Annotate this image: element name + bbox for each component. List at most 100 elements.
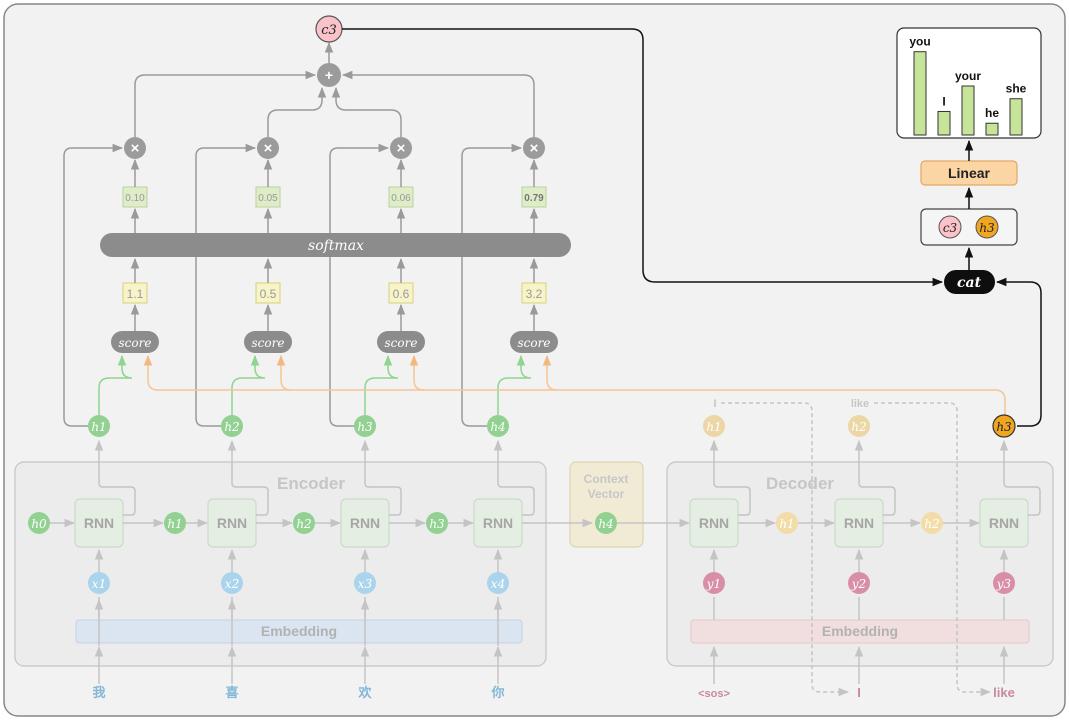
encoder-embedding-label: x3 xyxy=(358,577,373,591)
score-label: score xyxy=(119,336,152,350)
decoder-input-token: like xyxy=(993,685,1015,700)
output-probability-bar xyxy=(913,51,927,136)
multiply-to-sum-arrow xyxy=(134,70,317,137)
encoder-h0-label: h0 xyxy=(31,517,47,531)
encoder-rnn-label: RNN xyxy=(483,515,513,531)
times-glyph: × xyxy=(397,140,406,157)
softmax-layer xyxy=(100,233,571,257)
multiply-to-sum-arrow xyxy=(341,70,535,137)
output-probability-bar xyxy=(1009,98,1023,136)
decoder-mid-hidden-node xyxy=(921,512,943,534)
encoder-hidden-node xyxy=(221,415,243,437)
decoder-rnn-label: RNN xyxy=(699,515,729,531)
decoder-embedding-label: Embedding xyxy=(822,623,898,639)
linear-label: Linear xyxy=(948,165,991,181)
output-word-label: your xyxy=(955,69,981,83)
decoder-title: Decoder xyxy=(766,474,834,493)
decoder-to-score-arrow xyxy=(276,354,292,391)
decoder-mid-hidden-label: h1 xyxy=(779,517,794,531)
encoder-to-score-arrow xyxy=(231,354,266,415)
encoder-input-token: 喜 xyxy=(225,685,238,700)
hidden-to-multiply-arrow xyxy=(63,143,124,427)
attention-weight-value: 0.10 xyxy=(125,193,145,204)
hidden-to-cat-arrow xyxy=(995,277,1042,427)
encoder-panel xyxy=(14,461,547,667)
decoder-rnn-to-output-arrow xyxy=(999,439,1041,516)
feedback-dashed-arrow xyxy=(721,402,850,697)
encoder-hidden-label: h2 xyxy=(224,420,239,434)
encoder-rnn-label: RNN xyxy=(84,515,114,531)
encoder-title: Encoder xyxy=(277,474,345,493)
score-node xyxy=(510,331,558,353)
concat-h3-label: h3 xyxy=(979,221,995,235)
encoder-embedding-label: x1 xyxy=(92,577,106,591)
encoder-to-score-arrow xyxy=(98,354,133,415)
encoder-input-token: 我 xyxy=(92,685,105,700)
decoder-to-score-arrow xyxy=(409,354,425,391)
score-value: 3.2 xyxy=(526,287,543,301)
decoder-output-node xyxy=(848,415,870,437)
encoder-h0-node xyxy=(28,512,50,534)
hidden-to-multiply-arrow xyxy=(329,143,390,427)
encoder-to-score-arrow xyxy=(497,354,532,415)
decoder-rnn-label: RNN xyxy=(989,515,1019,531)
encoder-mid-hidden-label: h3 xyxy=(429,517,445,531)
decoder-output-label: h1 xyxy=(706,420,721,434)
encoder-embedding-node xyxy=(487,572,509,594)
encoder-mid-hidden-label: h1 xyxy=(167,517,182,531)
score-node xyxy=(111,331,159,353)
decoder-mid-hidden-label: h2 xyxy=(924,517,939,531)
encoder-embedding-label: Embedding xyxy=(261,623,337,639)
decoder-embedding-node xyxy=(703,572,725,594)
output-word-label: you xyxy=(909,35,930,49)
times-circle-icon xyxy=(523,137,545,159)
encoder-embedding-label: x2 xyxy=(225,577,239,591)
multiply-to-sum-arrow xyxy=(267,86,327,137)
times-glyph: × xyxy=(131,140,140,157)
encoder-embedding-node xyxy=(88,572,110,594)
rnn-to-hidden-arrow xyxy=(94,439,136,516)
times-glyph: × xyxy=(264,140,273,157)
decoder-output-node xyxy=(703,415,725,437)
multiply-to-sum-arrow xyxy=(331,86,402,137)
score-label: score xyxy=(252,336,285,350)
cat-node xyxy=(944,270,995,294)
times-circle-icon xyxy=(257,137,279,159)
times-circle-icon xyxy=(390,137,412,159)
decoder-embedding-layer xyxy=(690,619,1030,644)
rnn-to-hidden-arrow xyxy=(360,439,402,516)
output-probability-bar xyxy=(937,110,951,136)
context-vector-title-2: Vector xyxy=(588,487,625,501)
encoder-hidden-node xyxy=(88,415,110,437)
encoder-rnn-label: RNN xyxy=(217,515,247,531)
encoder-hidden-node xyxy=(354,415,376,437)
times-glyph: × xyxy=(530,140,539,157)
encoder-to-score-arrow xyxy=(364,354,399,415)
score-label: score xyxy=(385,336,418,350)
decoder-to-score-arrow-1 xyxy=(143,354,1006,415)
score-label: score xyxy=(518,336,551,350)
decoder-input-token: I xyxy=(857,685,861,700)
decoder-rnn-label: RNN xyxy=(844,515,874,531)
output-probability-bar xyxy=(985,122,999,136)
encoder-mid-hidden-label: h2 xyxy=(296,517,311,531)
context-vector-title-1: Context xyxy=(584,472,629,486)
softmax-label: softmax xyxy=(308,238,364,254)
rnn-to-hidden-arrow xyxy=(227,439,269,516)
concat-c3-label: c3 xyxy=(943,221,958,235)
encoder-input-token: 你 xyxy=(490,685,504,700)
score-value: 1.1 xyxy=(127,287,144,301)
decoder-predicted-word: like xyxy=(851,398,869,410)
feedback-dashed-arrow xyxy=(874,402,992,697)
rnn-to-hidden-arrow xyxy=(493,439,535,516)
attention-weight-value: 0.79 xyxy=(524,193,544,204)
context-h4-node xyxy=(595,512,617,534)
context-c3-label: c3 xyxy=(321,23,337,38)
output-word-label: I xyxy=(942,94,945,108)
output-word-label: he xyxy=(985,106,999,120)
decoder-rnn-to-output-arrow xyxy=(854,439,896,516)
decoder-output-label: h2 xyxy=(851,420,866,434)
decoder-mid-hidden-node xyxy=(776,512,798,534)
plus-glyph: + xyxy=(325,67,333,83)
